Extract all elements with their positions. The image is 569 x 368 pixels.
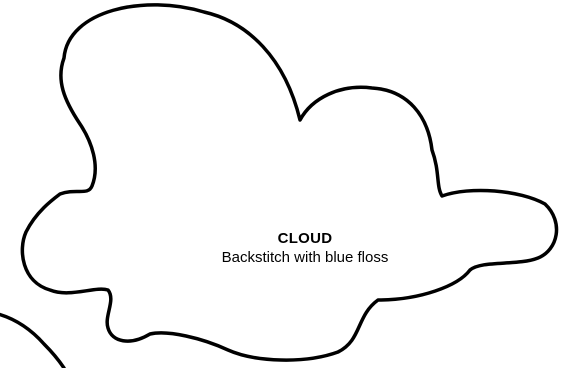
stitch-instruction: Backstitch with blue floss bbox=[221, 249, 389, 266]
shape-label: CLOUD Backstitch with blue floss bbox=[200, 230, 410, 267]
cloud-outline bbox=[20, 3, 559, 362]
stitch-line bbox=[0, 312, 66, 368]
shape-name: CLOUD bbox=[277, 230, 333, 247]
